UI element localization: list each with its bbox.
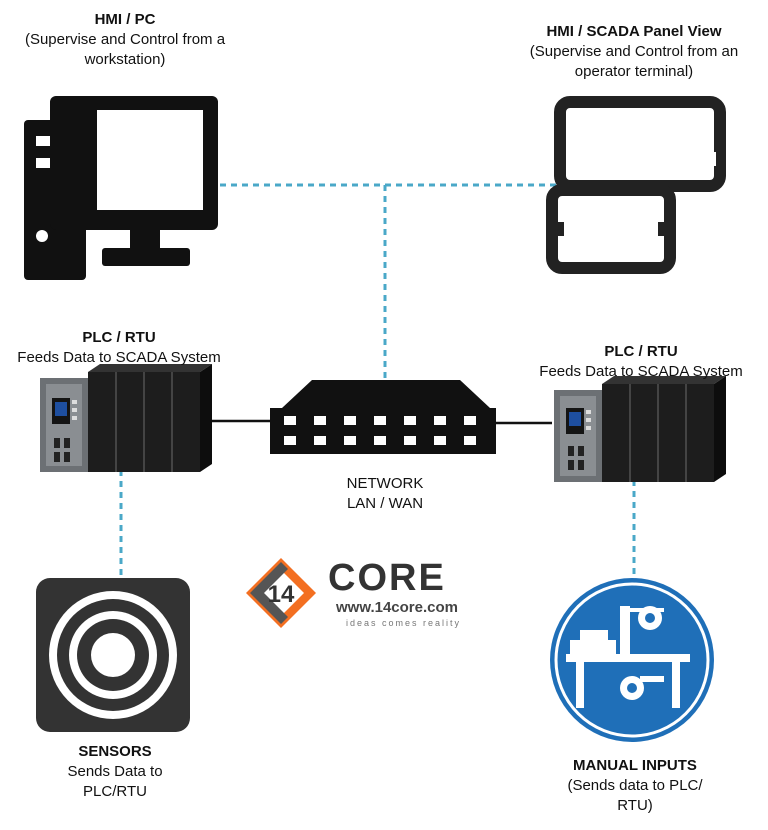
sensor-icon xyxy=(36,578,190,732)
plc-left-label: PLC / RTU Feeds Data to SCADA System xyxy=(0,328,238,368)
tablet-icon xyxy=(546,96,726,274)
logo-tagline: ideas comes reality xyxy=(346,618,461,628)
network-switch-icon xyxy=(270,380,496,454)
hmi-panel-desc-1: (Supervise and Control from an xyxy=(529,43,739,60)
plc-left-title: PLC / RTU xyxy=(82,329,156,346)
manual-inputs-icon xyxy=(550,578,714,742)
sensors-desc-2: PLC/RTU xyxy=(83,783,147,800)
manual-inputs-title: MANUAL INPUTS xyxy=(573,757,697,774)
logo-mark: 14 CORE www.14core.com ideas comes reali… xyxy=(246,557,461,628)
network-desc-1: NETWORK xyxy=(346,475,424,492)
hmi-pc-label: HMI / PC (Supervise and Control from a w… xyxy=(0,10,250,70)
sensors-label: SENSORS Sends Data to PLC/RTU xyxy=(20,742,210,802)
hmi-pc-desc-2: workstation) xyxy=(84,51,166,68)
plc-right-label: PLC / RTU Feeds Data to SCADA System xyxy=(518,342,764,382)
sensors-desc-1: Sends Data to xyxy=(67,763,163,780)
plc-left-desc: Feeds Data to SCADA System xyxy=(17,349,221,366)
sensors-title: SENSORS xyxy=(78,743,152,760)
logo-mark-text: 14 xyxy=(268,581,295,608)
hmi-pc-title: HMI / PC xyxy=(94,11,156,28)
company-logo: 14 CORE www.14core.com ideas comes reali… xyxy=(236,548,516,638)
hmi-panel-label: HMI / SCADA Panel View (Supervise and Co… xyxy=(500,22,768,82)
logo-name: CORE xyxy=(328,557,446,599)
network-label: NETWORK LAN / WAN xyxy=(300,474,470,514)
hmi-pc-desc-1: (Supervise and Control from a xyxy=(24,31,226,48)
manual-inputs-desc-2: RTU) xyxy=(617,797,653,814)
manual-inputs-label: MANUAL INPUTS (Sends data to PLC/ RTU) xyxy=(520,756,750,816)
plc-right-icon xyxy=(554,376,726,482)
hmi-panel-title: HMI / SCADA Panel View xyxy=(546,23,722,40)
network-desc-2: LAN / WAN xyxy=(346,495,424,512)
logo-url: www.14core.com xyxy=(335,599,458,616)
hmi-panel-desc-2: operator terminal) xyxy=(574,63,694,80)
desktop-pc-icon xyxy=(24,96,218,280)
plc-left-icon xyxy=(40,364,212,472)
plc-right-desc: Feeds Data to SCADA System xyxy=(539,363,743,380)
manual-inputs-desc-1: (Sends data to PLC/ xyxy=(567,777,703,794)
plc-right-title: PLC / RTU xyxy=(604,343,678,360)
connections xyxy=(119,183,636,590)
